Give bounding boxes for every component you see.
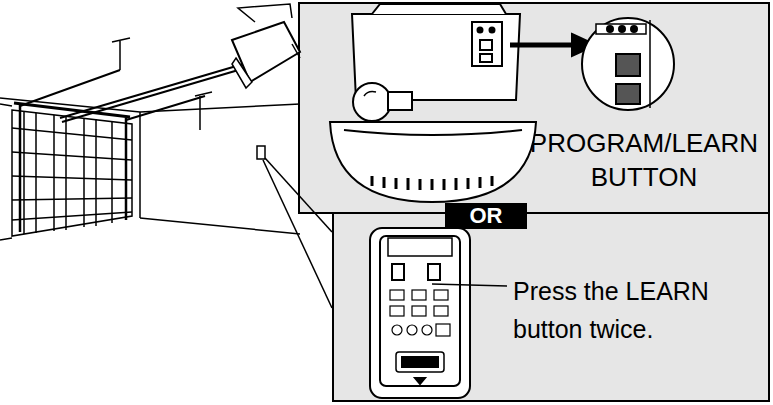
opener-lens — [232, 58, 252, 88]
instruction-text: Press the LEARN button twice. — [513, 272, 753, 348]
door-track — [20, 104, 126, 232]
door-header — [0, 98, 140, 112]
separator-tab: OR — [445, 203, 527, 229]
wall-corner — [139, 112, 141, 218]
inset-panel: PROGRAM/LEARN BUTTON — [298, 2, 770, 214]
door-panel-lines — [12, 128, 132, 220]
tab-label: OR — [445, 203, 527, 229]
garage-door — [12, 110, 132, 236]
garage-scene — [0, 4, 332, 308]
horizontal-track — [20, 70, 205, 120]
hanger-bracket — [112, 38, 130, 70]
wall-control — [257, 146, 265, 159]
ceiling-line — [140, 104, 300, 112]
instruction-text: PROGRAM/LEARN BUTTON — [512, 126, 773, 194]
door-frame — [0, 104, 12, 240]
torsion-bar — [14, 103, 130, 117]
hanger-bracket — [195, 92, 212, 130]
door-panel-lines — [24, 112, 112, 234]
opener-head — [232, 22, 300, 82]
floor-line — [140, 218, 300, 234]
ceiling-bracket — [238, 4, 292, 22]
inset-panel: Press the LEARN button twice. — [332, 212, 770, 402]
rail — [60, 62, 252, 122]
